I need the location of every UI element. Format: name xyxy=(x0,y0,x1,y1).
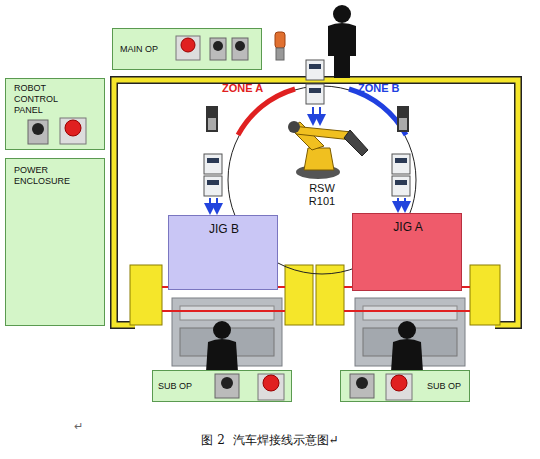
push-button xyxy=(210,38,226,60)
push-button xyxy=(350,374,374,398)
node-label: JIG A xyxy=(353,220,463,234)
emergency-stop-button xyxy=(181,38,195,52)
warning-lamp xyxy=(276,48,284,60)
contactor xyxy=(204,176,222,196)
node-label: MAIN OP xyxy=(120,44,180,55)
power-enclosure: POWER ENCLOSURE xyxy=(5,158,105,326)
contactor xyxy=(306,84,324,104)
light-beam xyxy=(162,310,285,312)
welding-machine xyxy=(180,306,274,320)
welding-gun xyxy=(344,130,368,156)
safety-fence xyxy=(114,80,518,325)
emergency-stop-button xyxy=(386,374,412,400)
contactor xyxy=(306,60,324,80)
push-button xyxy=(215,374,239,398)
contactor xyxy=(395,158,407,163)
push-button xyxy=(32,123,44,135)
limit-switch xyxy=(397,106,409,132)
limit-switch xyxy=(208,118,216,130)
emergency-stop-button xyxy=(263,375,279,391)
warning-lamp xyxy=(275,32,285,48)
jig-box: JIG B xyxy=(168,215,278,290)
node-label: POWER ENCLOSURE xyxy=(14,165,84,187)
signal-arrow xyxy=(216,198,218,213)
zone-label: ZONE B xyxy=(358,81,428,95)
push-button xyxy=(221,377,233,389)
node-label: SUB OP xyxy=(427,381,469,392)
contactor xyxy=(309,88,321,93)
contactor xyxy=(204,154,222,174)
signal-arrow xyxy=(397,198,399,211)
contactor xyxy=(395,180,407,185)
light-curtain-post xyxy=(130,265,162,325)
emergency-stop-button xyxy=(65,120,81,136)
robot xyxy=(292,126,352,140)
emergency-stop-button xyxy=(258,374,284,400)
push-button xyxy=(232,38,248,60)
safety-fence xyxy=(114,80,518,325)
light-curtain-post xyxy=(285,265,313,325)
robot xyxy=(304,148,334,170)
signal-arrow xyxy=(319,107,321,124)
contactor xyxy=(392,154,410,174)
light-beam xyxy=(344,310,470,312)
operator-figure xyxy=(398,321,416,339)
figure-caption: 图 2 汽车焊接线示意图↵ xyxy=(120,432,420,448)
contactor xyxy=(207,158,219,163)
node-label: ROBOT CONTROL PANEL xyxy=(14,83,74,116)
contactor xyxy=(207,180,219,185)
push-button xyxy=(28,120,48,144)
paragraph-mark: ↵ xyxy=(74,419,90,433)
operator-figure xyxy=(333,5,351,23)
light-curtain-post xyxy=(470,265,500,325)
signal-arrow xyxy=(404,198,406,211)
signal-arrow xyxy=(209,198,211,213)
limit-switch xyxy=(206,106,218,132)
node-label: RSW R101 xyxy=(302,182,342,208)
emergency-stop-button xyxy=(176,36,200,60)
push-button xyxy=(235,41,245,51)
jig-box: JIG A xyxy=(352,213,462,291)
contactor xyxy=(204,60,410,196)
push-button-icons xyxy=(28,36,412,400)
operator-figure xyxy=(213,321,231,339)
signal-arrow xyxy=(312,107,314,124)
node-label: JIG B xyxy=(169,222,279,236)
node-label: SUB OP xyxy=(158,381,208,392)
contactor xyxy=(309,64,321,69)
emergency-stop-button xyxy=(391,375,407,391)
operator-figure xyxy=(391,339,423,372)
contactor xyxy=(392,176,410,196)
welding-machine xyxy=(363,306,457,320)
zone-label: ZONE A xyxy=(222,81,292,95)
zone-arc xyxy=(238,89,295,135)
operator-figure xyxy=(206,339,238,372)
limit-switch xyxy=(399,118,407,130)
operator-figure xyxy=(328,23,356,78)
robot xyxy=(288,121,300,133)
push-button xyxy=(356,377,368,389)
push-button xyxy=(213,41,223,51)
control-panel: ROBOT CONTROL PANEL xyxy=(5,78,105,150)
emergency-stop-button xyxy=(60,118,86,144)
